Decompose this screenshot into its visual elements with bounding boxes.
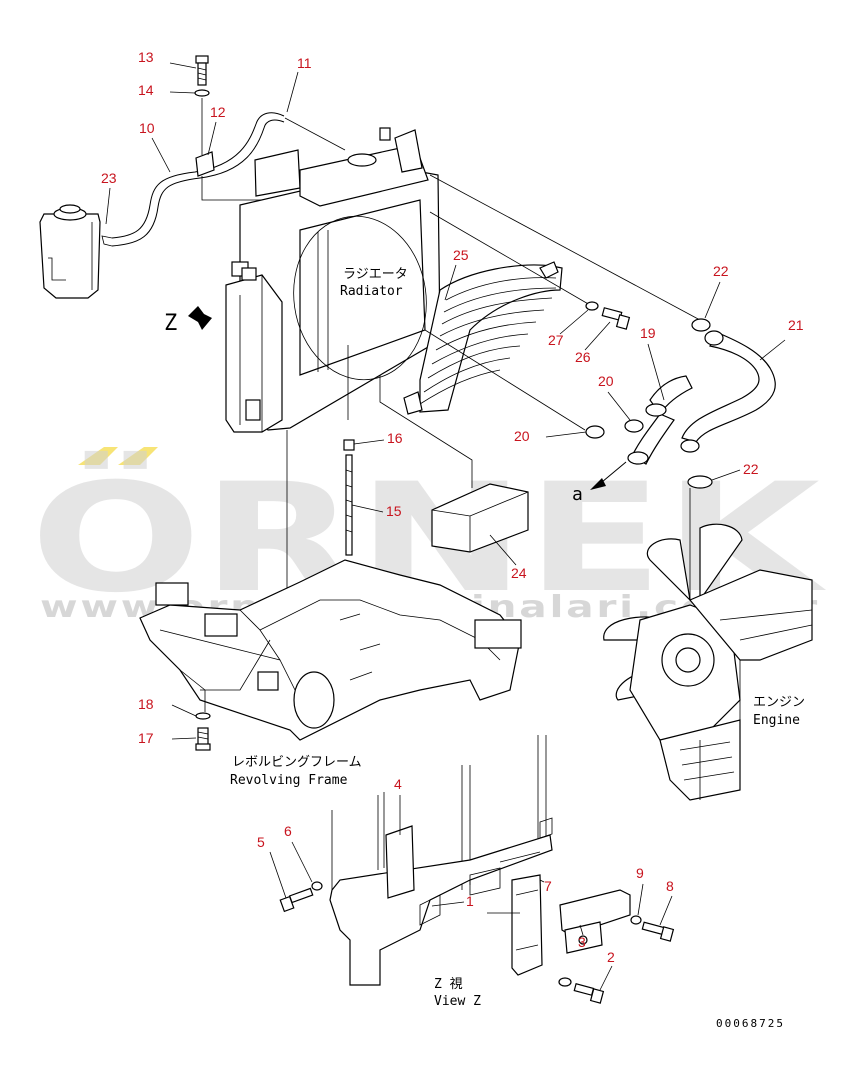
callout-19: 19 bbox=[640, 325, 656, 341]
label-frame-en: Revolving Frame bbox=[230, 773, 348, 788]
callout-18: 18 bbox=[138, 696, 154, 712]
bolt-17 bbox=[195, 727, 211, 751]
label-radiator-jp: ラジエータ bbox=[343, 267, 408, 282]
reservoir-tank bbox=[39, 204, 101, 299]
overflow-hose bbox=[101, 112, 285, 247]
label-view-jp: Z 視 bbox=[434, 977, 463, 992]
callout-14: 14 bbox=[138, 82, 154, 98]
bolt-26 bbox=[601, 307, 631, 330]
callout-20b: 20 bbox=[514, 428, 530, 444]
callout-17: 17 bbox=[138, 730, 154, 746]
callout-22a: 22 bbox=[713, 263, 729, 279]
label-arrow-a: a bbox=[572, 484, 583, 505]
callout-3: 3 bbox=[578, 934, 586, 950]
washer-6 bbox=[311, 881, 323, 891]
washer-9 bbox=[630, 915, 642, 925]
callout-23: 23 bbox=[101, 170, 117, 186]
callout-9: 9 bbox=[636, 865, 644, 881]
clamp-22b bbox=[687, 475, 713, 489]
bolt-13 bbox=[195, 55, 209, 86]
callout-6: 6 bbox=[284, 823, 292, 839]
box-24 bbox=[431, 483, 529, 553]
leader-11 bbox=[284, 117, 346, 151]
bolt-2 bbox=[573, 983, 605, 1004]
text-labels: ラジエータ Radiator エンジン Engine レボルビングフレーム Re… bbox=[164, 267, 805, 1030]
watermark-accent-right bbox=[118, 447, 158, 465]
bolt-8 bbox=[641, 921, 675, 942]
callout-16: 16 bbox=[387, 430, 403, 446]
revolving-frame bbox=[139, 559, 522, 741]
watermark-accent-left bbox=[78, 447, 118, 465]
washer-18 bbox=[195, 712, 211, 720]
view-z-arrow bbox=[188, 306, 212, 330]
clamp-22a bbox=[691, 318, 711, 332]
callout-21: 21 bbox=[788, 317, 804, 333]
callout-10: 10 bbox=[139, 120, 155, 136]
callout-7: 7 bbox=[544, 878, 552, 894]
leader-27 bbox=[429, 211, 591, 306]
washer-27 bbox=[585, 301, 599, 311]
callout-2: 2 bbox=[607, 949, 615, 965]
clamp-20b bbox=[585, 425, 605, 439]
hose-19 bbox=[627, 375, 693, 465]
washer-14 bbox=[194, 89, 210, 97]
fan-guard-25 bbox=[403, 261, 563, 415]
label-engine-jp: エンジン bbox=[753, 695, 805, 710]
callout-25: 25 bbox=[453, 247, 469, 263]
callout-27: 27 bbox=[548, 332, 564, 348]
leader-24 bbox=[379, 375, 473, 488]
callout-5: 5 bbox=[257, 834, 265, 850]
clamp-bracket-lines bbox=[201, 176, 272, 201]
clamp-12 bbox=[195, 151, 215, 177]
callout-4: 4 bbox=[394, 776, 402, 792]
callouts: 13 14 12 11 10 23 25 22 21 27 26 19 20 2… bbox=[101, 49, 804, 965]
arrow-a bbox=[590, 461, 627, 490]
leader-22a bbox=[429, 174, 701, 321]
callout-15: 15 bbox=[386, 503, 402, 519]
callout-24: 24 bbox=[511, 565, 527, 581]
label-view-arrow-z: Z bbox=[164, 311, 177, 336]
callout-20a: 20 bbox=[598, 373, 614, 389]
radiator-assembly bbox=[225, 127, 441, 433]
callout-22b: 22 bbox=[743, 461, 759, 477]
clamp-20a bbox=[624, 419, 644, 433]
label-view-en: View Z bbox=[434, 994, 481, 1009]
engine-and-fan bbox=[603, 523, 813, 801]
label-engine-en: Engine bbox=[753, 713, 800, 728]
callout-1: 1 bbox=[466, 893, 474, 909]
callout-11: 11 bbox=[297, 55, 312, 71]
label-radiator-en: Radiator bbox=[340, 284, 403, 299]
callout-26: 26 bbox=[575, 349, 591, 365]
stay-rod-15 bbox=[343, 439, 355, 556]
hose-21 bbox=[680, 330, 776, 453]
washer-2 bbox=[558, 977, 572, 987]
callout-13: 13 bbox=[138, 49, 154, 65]
drawing-number: 00068725 bbox=[716, 1017, 785, 1030]
label-frame-jp: レボルビングフレーム bbox=[232, 755, 362, 770]
callout-8: 8 bbox=[666, 878, 674, 894]
bolt-5 bbox=[279, 887, 314, 913]
callout-leaders bbox=[105, 62, 786, 991]
leader-20b bbox=[424, 329, 586, 431]
callout-12: 12 bbox=[210, 104, 226, 120]
view-z-detail bbox=[329, 735, 631, 986]
